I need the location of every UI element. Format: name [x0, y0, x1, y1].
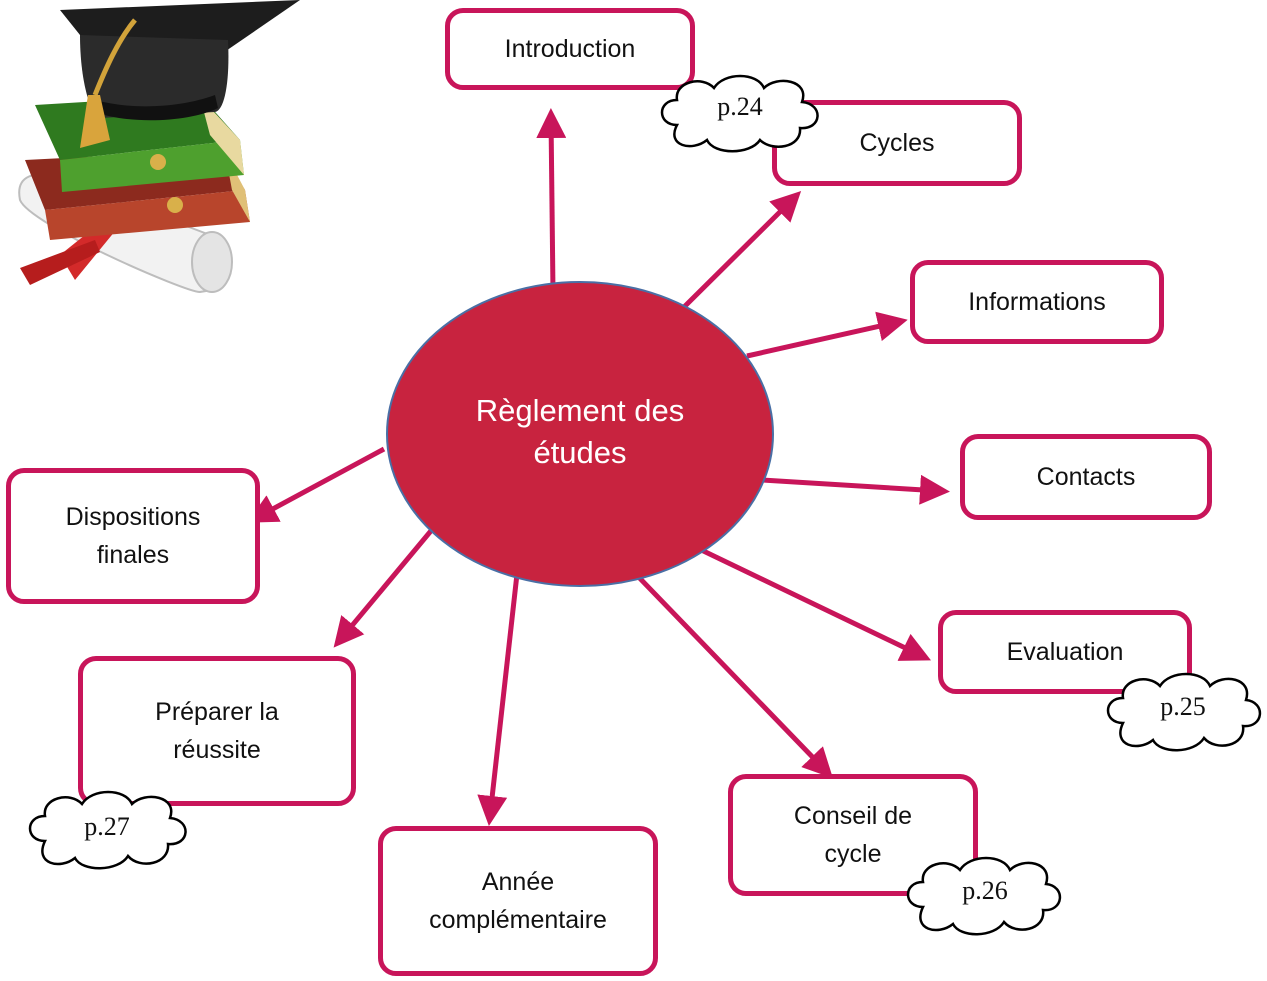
- graduation-illustration-icon: [18, 0, 300, 294]
- arrow-to-preparer: [333, 524, 437, 648]
- cloud-p27-icon: [28, 790, 187, 870]
- arrow-to-dispositions: [247, 446, 386, 523]
- center-ellipse: [386, 281, 774, 587]
- center-title-line2: études: [533, 435, 627, 470]
- cycles-label: Cycles: [859, 129, 935, 157]
- arrow-to-cycles: [676, 190, 802, 315]
- arrow-to-contacts: [761, 474, 950, 505]
- dispositions-label-line1: Dispositions: [65, 503, 201, 531]
- cloud-p24-label: p.24: [717, 92, 763, 121]
- cloud-p25-icon: [1106, 672, 1262, 752]
- center-title-line1: Règlement des: [475, 393, 685, 428]
- box-conseil-de-cycle: Conseil de cycle: [728, 774, 978, 896]
- arrow-to-evaluation: [691, 543, 932, 661]
- box-annee-complementaire: Année complémentaire: [378, 826, 658, 976]
- cloud-p26-label: p.26: [962, 876, 1008, 905]
- box-contacts: Contacts: [960, 434, 1212, 520]
- introduction-label: Introduction: [504, 35, 636, 63]
- cloud-p24-icon: [660, 74, 819, 153]
- cloud-p26-icon: [906, 856, 1062, 936]
- annee-label-line2: complémentaire: [429, 906, 607, 934]
- annee-label-line1: Année: [481, 868, 555, 896]
- conseil-label-line2: cycle: [824, 840, 882, 868]
- connector-arrows: [247, 108, 950, 826]
- conseil-label-line1: Conseil de: [793, 802, 913, 830]
- box-introduction: Introduction: [445, 8, 695, 90]
- center-title: Règlement des études: [430, 390, 730, 474]
- informations-label: Informations: [968, 288, 1106, 316]
- box-preparer-la-reussite: Préparer la réussite: [78, 656, 356, 806]
- box-cycles: Cycles: [772, 100, 1022, 186]
- arrow-to-conseil: [624, 562, 833, 779]
- cloud-p27-label: p.27: [84, 812, 130, 841]
- cloud-p25-label: p.25: [1160, 692, 1206, 721]
- graduation-cap-icon: [60, 0, 300, 148]
- preparer-label-line1: Préparer la: [155, 698, 279, 726]
- preparer-label-line2: réussite: [173, 736, 261, 764]
- box-dispositions-finales: Dispositions finales: [6, 468, 260, 604]
- arrow-to-informations: [746, 311, 908, 359]
- contacts-label: Contacts: [1036, 463, 1136, 491]
- dispositions-label-line2: finales: [96, 541, 170, 569]
- arrow-to-annee: [477, 564, 521, 826]
- arrow-to-introduction: [536, 108, 567, 293]
- box-informations: Informations: [910, 260, 1164, 344]
- evaluation-label: Evaluation: [1006, 638, 1124, 666]
